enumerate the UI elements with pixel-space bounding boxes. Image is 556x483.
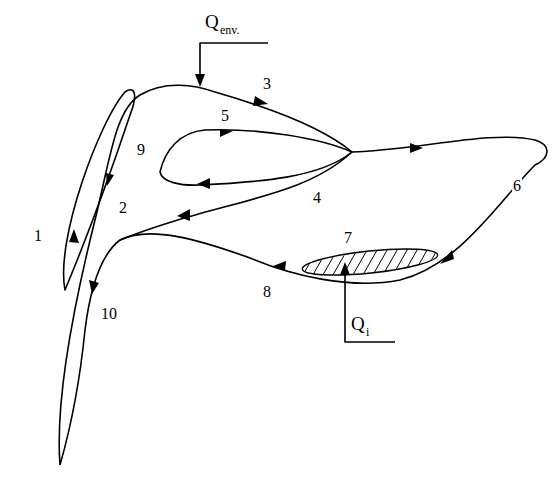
callout-number: 3 xyxy=(262,76,272,92)
callout-number: 10 xyxy=(100,306,118,322)
loop-flow xyxy=(64,90,135,290)
callout-number: 5 xyxy=(220,108,230,124)
subscript: i xyxy=(365,326,370,338)
return-flow xyxy=(120,152,352,240)
heat-source-zone xyxy=(300,244,450,280)
heat-flow-symbol: Q xyxy=(350,314,366,333)
flow-arrowheads xyxy=(69,74,454,294)
callout-number: 1 xyxy=(33,228,43,244)
subscript: env. xyxy=(219,24,241,36)
heat-input-leader xyxy=(200,43,268,80)
callout-number: 4 xyxy=(312,190,322,206)
callout-number: 9 xyxy=(136,142,146,158)
callout-number: 6 xyxy=(512,178,522,194)
outer-flow-contour xyxy=(59,85,547,465)
callout-number: 2 xyxy=(118,200,128,216)
heat-flow-symbol: Q xyxy=(204,12,220,31)
callout-number: 8 xyxy=(262,284,272,300)
inner-loop-flow xyxy=(160,130,352,185)
callout-number: 7 xyxy=(343,230,353,246)
heat-source-leader xyxy=(345,268,395,342)
